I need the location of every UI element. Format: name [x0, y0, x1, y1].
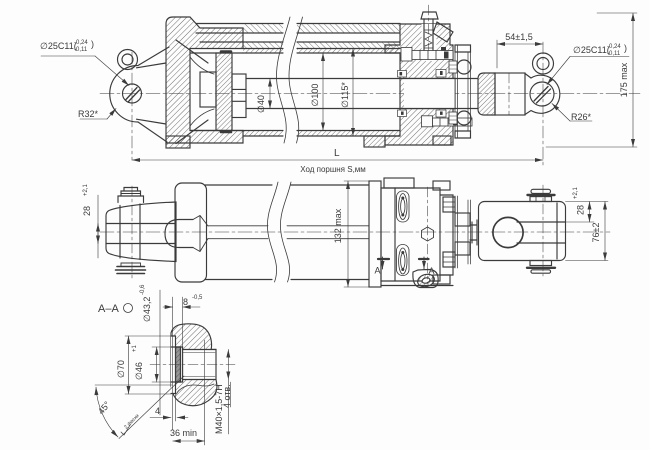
svg-text:132 max: 132 max [333, 208, 343, 243]
svg-text:-0,5: -0,5 [192, 295, 203, 301]
svg-text:A–A: A–A [98, 303, 119, 315]
svg-text:M40×1,5-7H: M40×1,5-7H [214, 384, 224, 434]
svg-text:∅46: ∅46 [134, 362, 144, 380]
svg-text:36 min: 36 min [170, 428, 197, 438]
svg-text:∅100: ∅100 [310, 84, 320, 107]
svg-text:+1: +1 [132, 344, 138, 352]
svg-text:∅70: ∅70 [116, 360, 126, 378]
svg-text:-0,11: -0,11 [607, 51, 621, 57]
svg-text:∅43,2: ∅43,2 [142, 297, 152, 322]
svg-text:4 отв.: 4 отв. [222, 384, 232, 408]
svg-text:+2,1: +2,1 [573, 186, 579, 199]
svg-text:): ) [624, 43, 627, 53]
svg-text:A: A [375, 266, 381, 276]
svg-text:A: A [429, 266, 435, 276]
svg-text:L: L [334, 148, 340, 159]
svg-text:R26*: R26* [571, 112, 592, 122]
svg-text:-0,6: -0,6 [140, 284, 146, 295]
svg-text:Ход поршня S,мм: Ход поршня S,мм [300, 165, 366, 174]
svg-text:76±2: 76±2 [591, 223, 601, 243]
svg-text:28: 28 [82, 206, 92, 216]
svg-text:4: 4 [155, 406, 160, 416]
svg-text:-0,24: -0,24 [607, 44, 621, 50]
svg-text:+2,1: +2,1 [83, 183, 89, 196]
svg-text:175 max: 175 max [619, 62, 629, 97]
svg-text:R32*: R32* [78, 109, 99, 119]
svg-text:∅25C11(: ∅25C11( [40, 41, 77, 51]
svg-text:∅40: ∅40 [256, 95, 266, 113]
svg-text:∅25C11(: ∅25C11( [573, 45, 610, 55]
svg-text:8: 8 [183, 297, 188, 307]
svg-text:-0,24: -0,24 [74, 40, 88, 46]
svg-text:): ) [91, 39, 94, 49]
svg-text:28: 28 [576, 205, 586, 215]
svg-text:2 фаски: 2 фаски [123, 413, 141, 431]
svg-text:∅115*: ∅115* [340, 82, 350, 108]
svg-text:54±1,5: 54±1,5 [505, 32, 532, 42]
svg-text:-0,11: -0,11 [74, 47, 88, 53]
